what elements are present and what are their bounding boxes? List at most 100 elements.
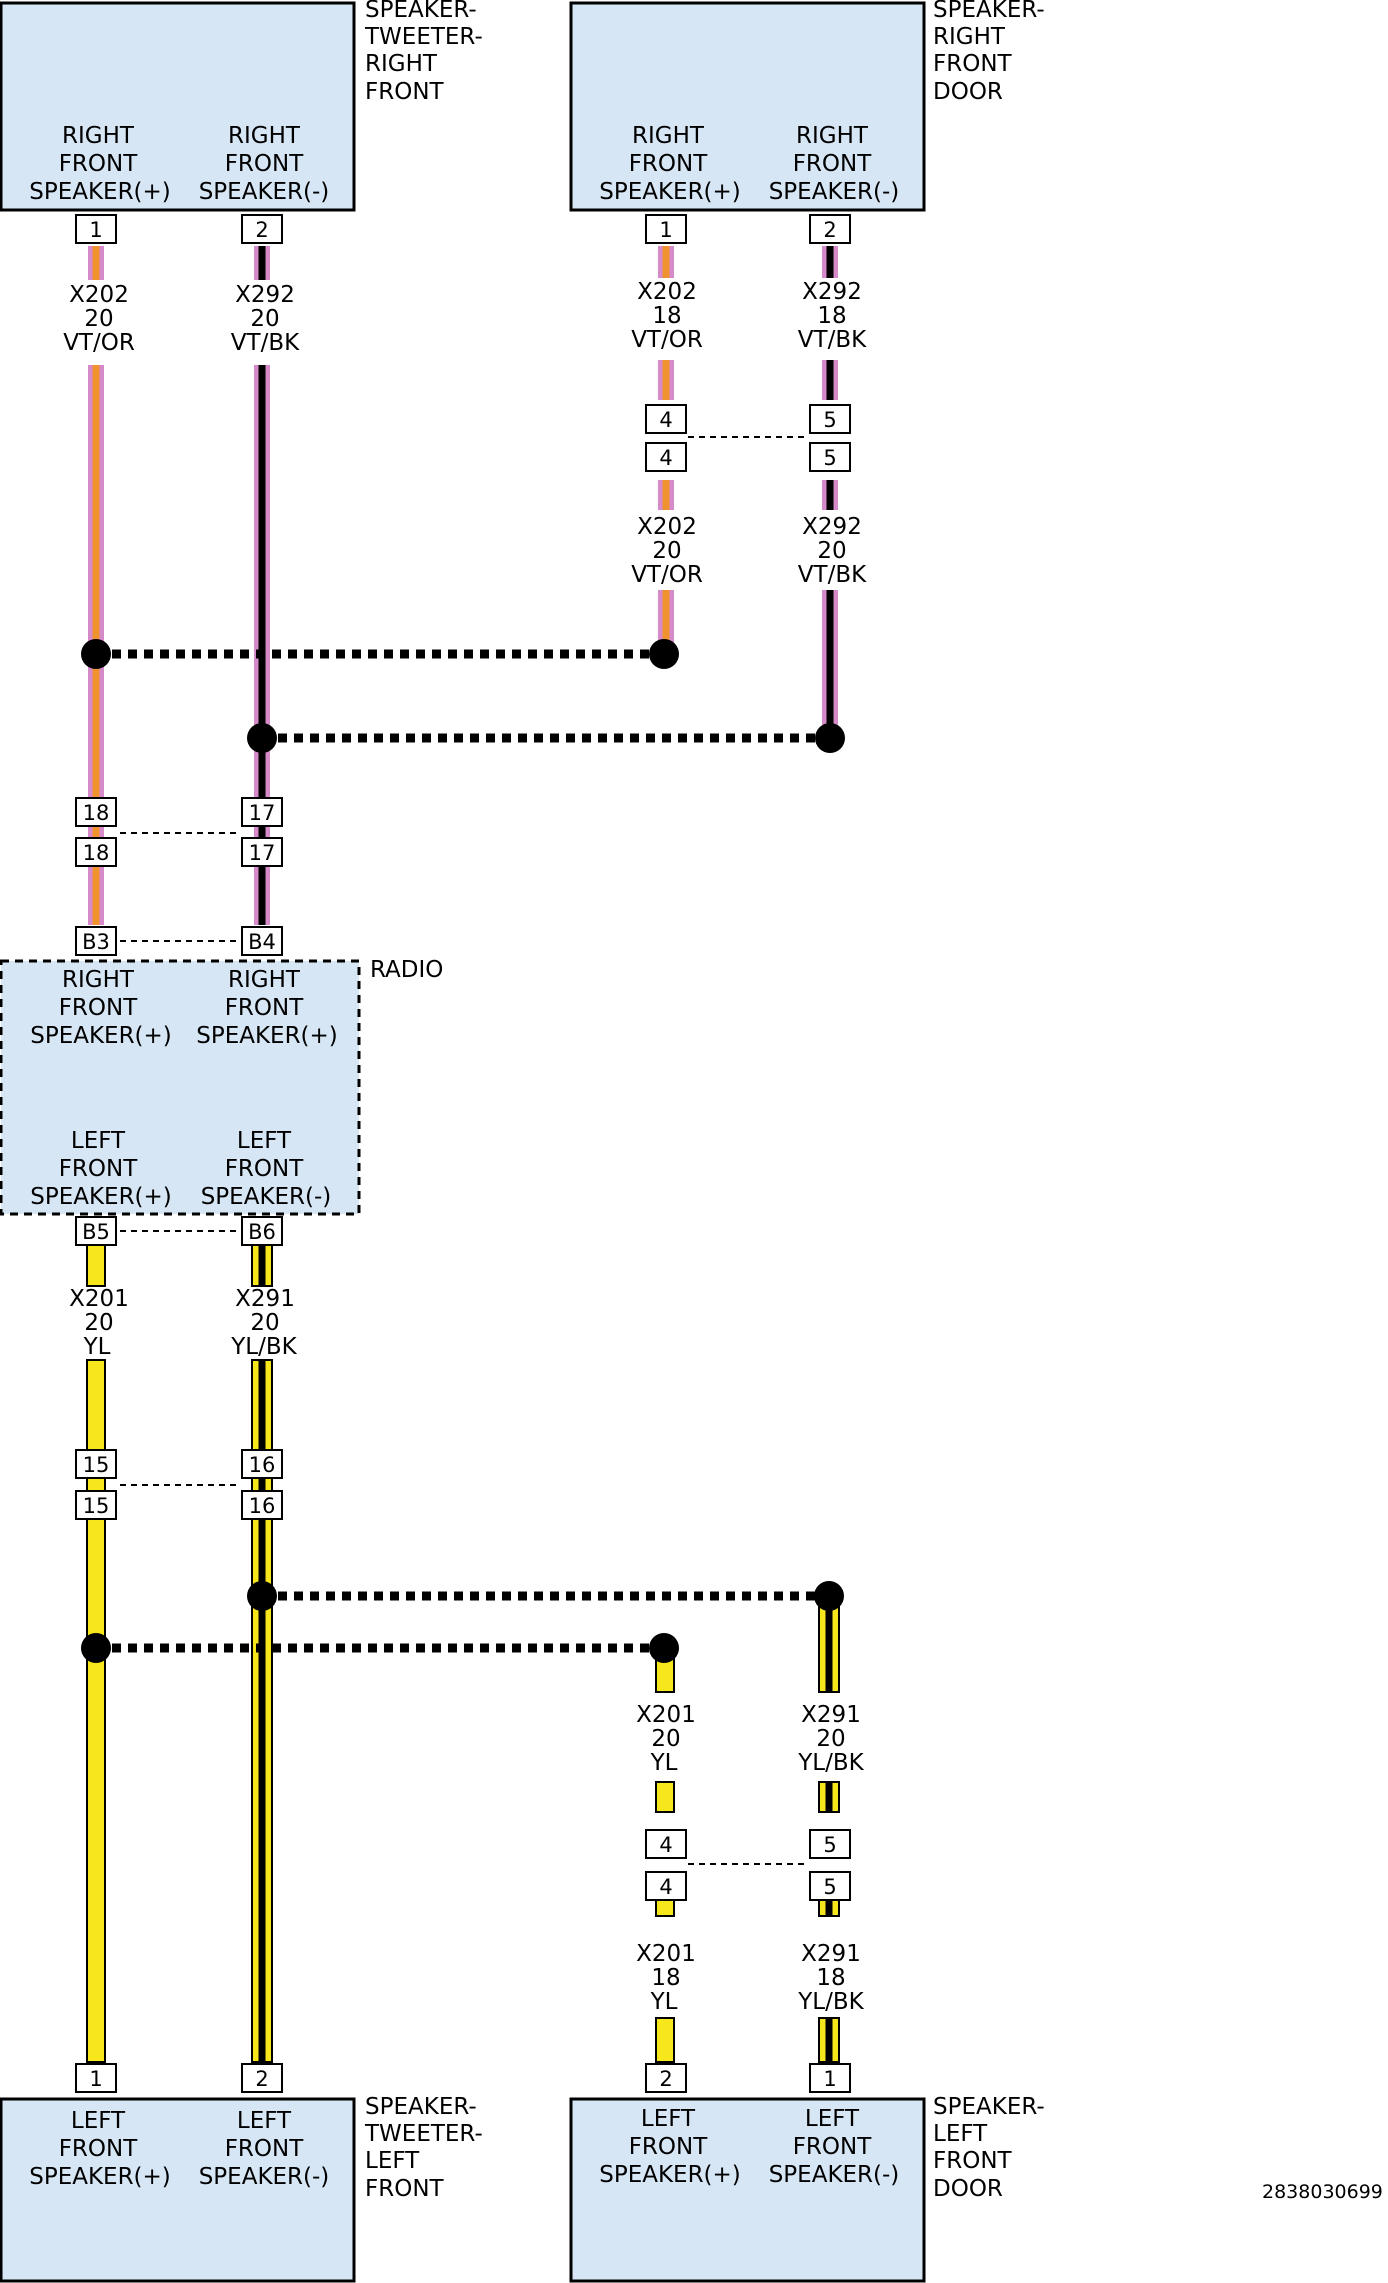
pin-tweeter-rf-b: 2 [255,218,268,242]
pin-door-rf-a: 1 [659,218,672,242]
wire-label-rf-door-pos-lower-gauge: 20 [652,538,681,564]
wire-label-lf-radio-neg-color: YL/BK [230,1334,297,1360]
pin-boxes [75,214,851,2093]
wire-x202-vt-or-door [658,246,674,654]
tweeter-lf-pin-a-line3: SPEAKER(+) [29,2164,171,2190]
wire-label-lf-door-pos-upper-gauge: 20 [651,1726,680,1752]
radio-right-a-line1: RIGHT [62,967,135,993]
pin-door-lf-b: 1 [823,2067,836,2091]
radio-label: RADIO [370,957,443,983]
wire-label-lf-radio-neg-gauge: 20 [250,1310,279,1336]
radio-right-a-line2: FRONT [59,995,139,1021]
wire-label-rf-tweeter-neg-color: VT/BK [231,330,300,356]
wire-label-rf-door-neg-upper-color: VT/BK [798,327,867,353]
splice-left-neg [247,1581,844,1611]
door-rf-pin-b-line1: RIGHT [796,123,869,149]
wire-label-lf-radio-pos-gauge: 20 [84,1310,113,1336]
wire-label-rf-door-neg-lower-gauge: 20 [817,538,846,564]
door-lf-pin-b-line1: LEFT [805,2106,860,2132]
wire-label-rf-tweeter-neg-circuit: X292 [235,282,295,308]
door-lf-pin-b-line3: SPEAKER(-) [769,2162,900,2188]
pin-tweeter-lf-b: 2 [255,2067,268,2091]
wire-label-lf-door-pos-upper-circuit: X201 [636,1702,696,1728]
wire-label-lf-door-neg-upper-gauge: 20 [816,1726,845,1752]
tweeter-rf-pin-b-line3: SPEAKER(-) [199,179,330,205]
pin-door-lf-conn-b-top: 5 [823,1833,836,1857]
tweeter-rf-pin-a-line2: FRONT [59,151,139,177]
pin-right-conn-b-top: 17 [249,801,276,825]
wire-x292-vt-bk-tweeter [254,246,270,925]
wire-label-rf-door-pos-lower-circuit: X202 [637,514,697,540]
wire-label-lf-door-neg-lower-color: YL/BK [797,1989,864,2015]
wire-label-rf-door-neg-upper-circuit: X292 [802,279,862,305]
speaker-tweeter-right-front-box [0,1,356,212]
pin-door-lf-conn-a-top: 4 [659,1833,672,1857]
wire-label-rf-door-neg-lower-circuit: X292 [802,514,862,540]
pin-door-rf-conn-b-bottom: 5 [823,446,836,470]
tweeter-lf-pin-b-line1: LEFT [237,2108,292,2134]
pin-door-rf-conn-a-bottom: 4 [659,446,672,470]
door-rf-label-line3: FRONT [933,51,1013,77]
radio-left-a-line2: FRONT [59,1156,139,1182]
pin-left-conn-a-bottom: 15 [83,1494,110,1518]
door-rf-pin-a-line3: SPEAKER(+) [599,179,741,205]
wire-label-rf-door-pos-upper-gauge: 18 [652,303,681,329]
wire-label-rf-tweeter-pos-color: VT/OR [63,330,135,356]
splice-right-neg [247,723,845,753]
wire-label-rf-tweeter-neg-gauge: 20 [250,306,279,332]
wire-label-lf-door-neg-lower-gauge: 18 [816,1965,845,1991]
tweeter-lf-label-line1: SPEAKER- [365,2094,477,2120]
door-rf-pin-b-line2: FRONT [793,151,873,177]
tweeter-rf-pin-a-line3: SPEAKER(+) [29,179,171,205]
door-lf-label-line1: SPEAKER- [933,2094,1045,2120]
tweeter-rf-label-line1: SPEAKER- [365,0,477,23]
radio-left-a-line3: SPEAKER(+) [30,1184,172,1210]
tweeter-lf-label-line4: FRONT [365,2176,445,2202]
radio-right-b-line3: SPEAKER(+) [196,1023,338,1049]
door-lf-label-line2: LEFT [933,2121,988,2147]
speaker-tweeter-left-front-box [0,2097,356,2283]
radio-left-a-line1: LEFT [71,1128,126,1154]
speaker-left-front-door-box [569,2097,926,2283]
pin-tweeter-lf-a: 1 [89,2067,102,2091]
pin-right-conn-a-bottom: 18 [83,841,110,865]
pin-tweeter-rf-a: 1 [89,218,102,242]
wire-label-rf-door-pos-upper-circuit: X202 [637,279,697,305]
door-lf-label-line4: DOOR [933,2176,1003,2202]
tweeter-rf-pin-b-line1: RIGHT [228,123,301,149]
splice-right-pos [81,639,679,669]
pin-radio-b3: B3 [82,930,110,954]
pin-radio-b5: B5 [82,1220,110,1244]
door-lf-label-line3: FRONT [933,2148,1013,2174]
wire-label-lf-door-neg-lower-circuit: X291 [801,1941,861,1967]
wire-label-lf-radio-neg-circuit: X291 [235,1286,295,1312]
wire-label-lf-door-pos-upper-color: YL [650,1750,678,1776]
pin-left-conn-b-bottom: 16 [249,1494,276,1518]
door-lf-pin-a-line2: FRONT [629,2134,709,2160]
door-lf-pin-a-line1: LEFT [641,2106,696,2132]
wire-label-rf-door-neg-lower-color: VT/BK [798,562,867,588]
door-rf-pin-a-line2: FRONT [629,151,709,177]
door-rf-pin-b-line3: SPEAKER(-) [769,179,900,205]
diagram-reference-id: 2838030699 [1262,2181,1383,2203]
speaker-right-front-door-box [569,1,926,212]
door-rf-label-line4: DOOR [933,79,1003,105]
wire-label-lf-door-pos-lower-color: YL [650,1989,678,2015]
pin-door-rf-conn-a-top: 4 [659,408,672,432]
wire-x201-yl [86,1235,106,2063]
radio-right-b-line2: FRONT [225,995,305,1021]
wire-label-lf-door-neg-upper-circuit: X291 [801,1702,861,1728]
pin-door-rf-b: 2 [823,218,836,242]
radio-box [0,959,361,1216]
wire-label-rf-door-neg-upper-gauge: 18 [817,303,846,329]
radio-left-b-line3: SPEAKER(-) [201,1184,332,1210]
wire-label-rf-tweeter-pos-gauge: 20 [84,306,113,332]
connector-links [120,436,808,1865]
wire-label-rf-tweeter-pos-circuit: X202 [69,282,129,308]
pin-left-conn-a-top: 15 [83,1453,110,1477]
wire-label-lf-radio-pos-color: YL [83,1334,111,1360]
radio-right-a-line3: SPEAKER(+) [30,1023,172,1049]
pin-right-conn-a-top: 18 [83,801,110,825]
tweeter-lf-label-line2: TWEETER- [364,2121,483,2147]
tweeter-rf-label-line3: RIGHT [365,51,438,77]
